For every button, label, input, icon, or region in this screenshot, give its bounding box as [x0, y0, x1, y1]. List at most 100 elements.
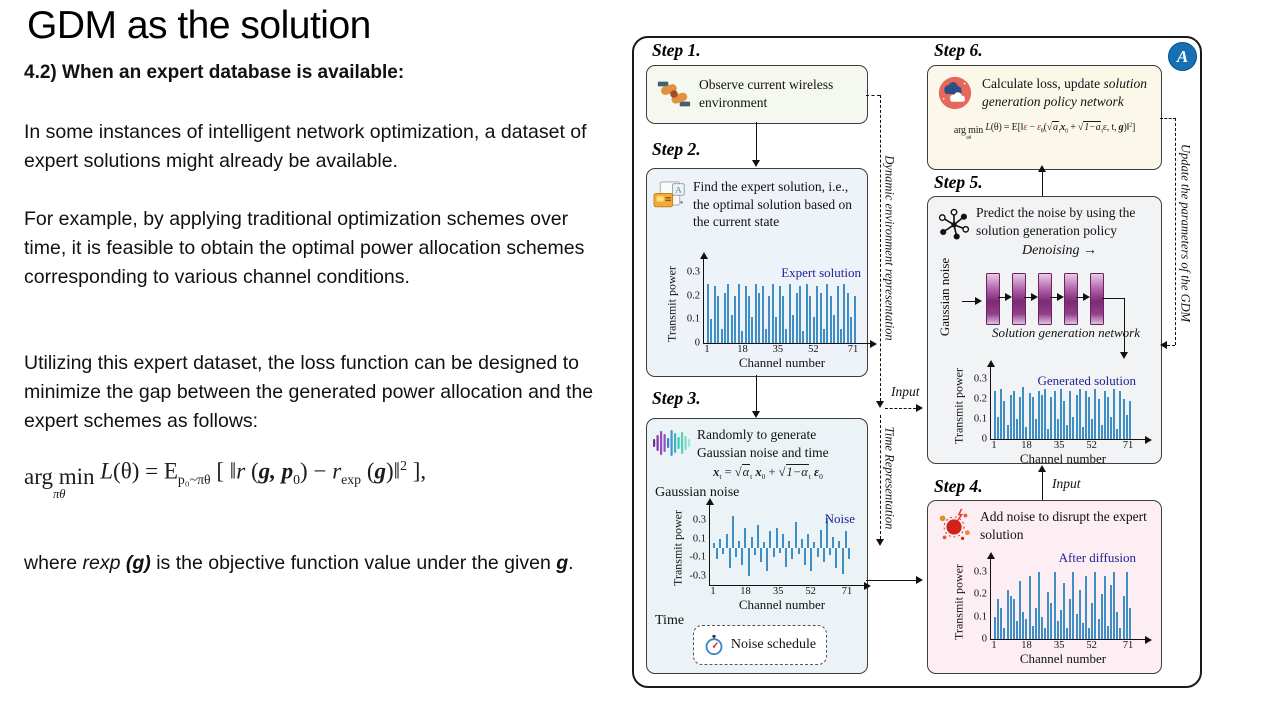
y-tick-label: 0.3 — [686, 266, 700, 278]
bar — [1100, 594, 1103, 639]
step1-heading: Step 1. — [652, 40, 701, 60]
formula-run: 0 — [819, 472, 823, 481]
formula-run: t — [750, 472, 753, 481]
formula-run: x — [755, 465, 762, 479]
step6-heading: Step 6. — [934, 40, 983, 60]
section-heading: 4.2) When an expert database is availabl… — [24, 62, 405, 83]
bar — [724, 293, 727, 343]
paragraph-3: Utilizing this expert dataset, the loss … — [24, 352, 594, 432]
bar — [764, 328, 767, 343]
bar — [1059, 609, 1062, 639]
update-parameters-label: Update the parameters of the GDM — [1178, 143, 1193, 323]
update-line-start — [1160, 118, 1176, 119]
bar — [1113, 571, 1116, 639]
formula-run: ( — [250, 458, 259, 484]
x-tick-label: 71 — [1122, 440, 1134, 451]
bar — [717, 295, 720, 343]
bar — [799, 286, 802, 343]
bar — [1072, 571, 1075, 639]
expert-documents-icon: A — [652, 181, 688, 213]
bar — [1012, 598, 1015, 639]
step3-box: Randomly to generate Gaussian noise and … — [646, 418, 871, 674]
formula-run: where — [24, 552, 83, 574]
bar — [722, 548, 725, 554]
brand-logo: A — [1168, 42, 1197, 71]
bar — [846, 293, 849, 343]
bar — [1097, 399, 1100, 439]
bar — [1119, 627, 1122, 639]
bar — [1015, 419, 1018, 439]
formula-run: . — [568, 552, 574, 574]
bar — [847, 548, 850, 560]
bar — [741, 331, 744, 343]
formula-run: t — [1101, 128, 1103, 135]
denoising-label: Denoising → — [1022, 243, 1098, 258]
bar — [782, 534, 784, 548]
y-tick-label: 0.3 — [692, 514, 706, 526]
x-tick-label: 52 — [1086, 640, 1097, 651]
bar — [727, 283, 730, 343]
step2-description: Find the expert solution, i.e., the opti… — [693, 179, 852, 230]
bar — [1056, 621, 1059, 639]
y-axis — [709, 505, 710, 585]
formula-run: 0 — [761, 472, 766, 481]
time-representation-line — [876, 415, 885, 546]
y-axis-arrow — [986, 552, 995, 559]
formula-run: Calculate loss, update — [982, 76, 1104, 91]
bar — [1122, 399, 1125, 439]
bar — [843, 283, 846, 343]
bar — [819, 293, 822, 343]
step6-box: Calculate loss, update solution generati… — [927, 65, 1162, 170]
bar — [791, 548, 794, 560]
arrow-step2-to-step3 — [752, 375, 761, 418]
network-output-line — [1102, 298, 1124, 299]
bar — [1019, 397, 1022, 439]
bar — [1106, 397, 1109, 439]
x-tick-label: 18 — [1021, 640, 1032, 651]
x-axis-arrow — [1145, 436, 1152, 444]
bar — [795, 293, 798, 343]
formula-run: t — [1058, 128, 1061, 135]
bar — [771, 283, 774, 343]
y-tick-label: 0.2 — [973, 393, 987, 405]
bar — [1034, 607, 1037, 639]
bar — [800, 538, 803, 548]
x-axis-arrow — [1145, 636, 1152, 644]
bar — [788, 283, 791, 343]
bar — [1044, 389, 1047, 439]
bar — [1034, 419, 1037, 439]
time-label: Time — [655, 613, 685, 628]
bar — [1050, 397, 1053, 439]
gaussian-noise-label: Gaussian noise — [655, 485, 740, 500]
formula-run: 2 — [400, 458, 408, 473]
x-axis-arrow — [870, 340, 877, 348]
formula-run: t — [719, 472, 722, 481]
x-axis — [990, 439, 1145, 440]
bar — [1050, 603, 1053, 639]
bar — [728, 548, 731, 569]
bar — [826, 283, 829, 343]
bar — [994, 391, 996, 439]
bar — [1110, 417, 1113, 439]
bar — [835, 548, 838, 569]
bar — [1128, 607, 1131, 639]
x-tick-label: 71 — [847, 344, 859, 355]
formula-run: exp — [341, 471, 362, 487]
y-axis-arrow — [705, 498, 714, 505]
y-tick-label: 0.1 — [692, 533, 706, 545]
bar — [810, 548, 813, 572]
bar — [1047, 429, 1050, 439]
formula-run: )‖ — [385, 458, 401, 484]
bar — [763, 542, 766, 548]
formula-run: t — [808, 472, 811, 481]
bar — [1025, 427, 1028, 439]
bar — [792, 314, 795, 343]
bar — [1009, 395, 1012, 439]
formula-run: ε — [814, 465, 820, 479]
formula-run: (θ) = E — [113, 458, 178, 484]
bar — [829, 295, 832, 343]
gaussian-noise-vertical-label: Gaussian noise — [937, 257, 952, 337]
bar — [822, 548, 825, 562]
